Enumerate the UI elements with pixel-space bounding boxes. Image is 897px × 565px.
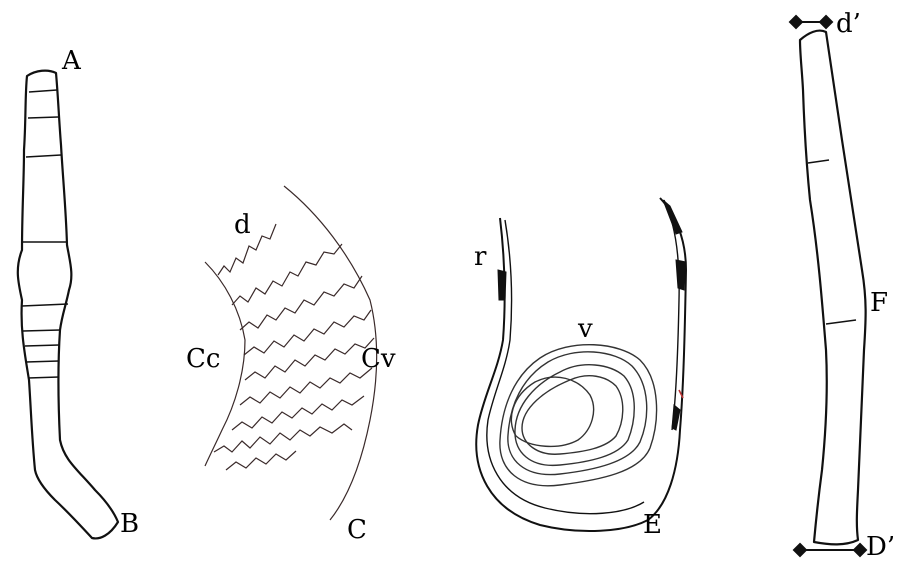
figure-c xyxy=(205,186,377,520)
label-r: r xyxy=(474,242,487,272)
figure-ab xyxy=(18,71,118,539)
d-prime-right-diamond xyxy=(820,16,832,28)
label-e: E xyxy=(643,510,662,540)
figure-e-right-inner-wall xyxy=(664,200,679,430)
cap-d-prime-right-diamond xyxy=(854,544,866,556)
figure-f-segment-2 xyxy=(826,320,856,324)
figure-e-right-lower-mark xyxy=(672,405,680,430)
cap-d-prime-left-diamond xyxy=(794,544,806,556)
label-cv: Cv xyxy=(361,344,396,374)
label-cap-d-prime: D’ xyxy=(866,532,895,560)
label-v: v xyxy=(577,314,593,344)
figure-e-right-thickening xyxy=(663,200,682,234)
figure-e-inner-wall xyxy=(487,220,644,514)
label-d: d xyxy=(234,210,251,240)
figure-f xyxy=(800,31,866,545)
label-f: F xyxy=(870,288,888,318)
label-a: A xyxy=(61,46,82,76)
label-c: C xyxy=(347,515,367,545)
figure-f-outline xyxy=(800,31,866,545)
label-d-prime: d’ xyxy=(836,9,861,39)
label-cc: Cc xyxy=(186,344,220,374)
figure-e-right-mark xyxy=(676,260,686,290)
figure-e-rings xyxy=(500,345,657,486)
figure-e-ring-3 xyxy=(515,365,634,466)
d-prime-marker xyxy=(790,16,832,28)
cap-d-prime-marker xyxy=(794,544,866,556)
label-b: B xyxy=(120,509,139,539)
figure-f-segment-1 xyxy=(808,160,829,163)
figure-e-left-thickening xyxy=(498,270,506,300)
d-prime-left-diamond xyxy=(790,16,802,28)
figure-e-ring-2 xyxy=(508,352,647,475)
